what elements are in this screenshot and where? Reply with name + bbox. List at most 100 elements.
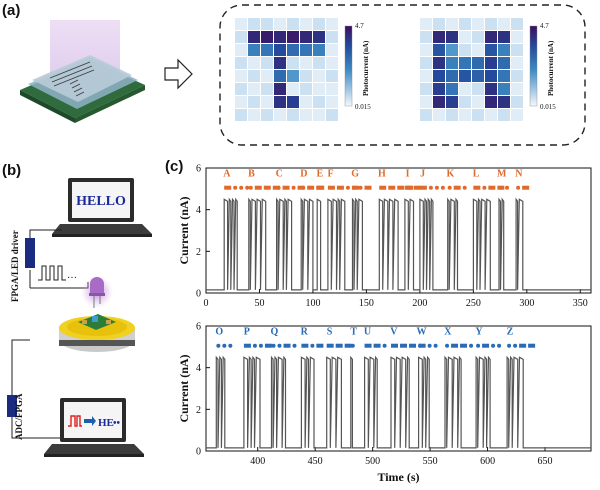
plot-frame <box>205 325 592 452</box>
code-dash <box>397 185 405 190</box>
y-tick-label: 4 <box>196 363 201 374</box>
heatmap-cell <box>274 57 286 69</box>
heatmap-cell <box>459 44 471 56</box>
x-tick-label: 200 <box>412 298 427 309</box>
heatmap-cell <box>498 18 510 30</box>
heatmap-cell <box>485 57 497 69</box>
code-dash <box>264 343 272 348</box>
heatmap-cell <box>511 70 523 82</box>
code-dot <box>482 185 487 190</box>
heatmap-cell <box>235 57 247 69</box>
x-tick-label: 150 <box>359 298 374 309</box>
heatmap-cell <box>433 57 445 69</box>
heatmap-cell <box>472 18 484 30</box>
device-illustration <box>20 20 145 123</box>
heatmap-cell <box>459 18 471 30</box>
heatmap-cell <box>300 57 312 69</box>
y-tick-label: 4 <box>196 205 201 216</box>
y-tick-label: 6 <box>196 164 201 175</box>
panel-b: HELLO FPGA/LED driver … ADC/FPGA <box>7 178 152 457</box>
heatmap-cell <box>248 83 260 95</box>
heatmap-cell <box>459 96 471 108</box>
code-dot <box>276 185 281 190</box>
y-tick-label: 6 <box>196 322 201 333</box>
code-dash <box>419 185 427 190</box>
code-dot <box>350 343 355 348</box>
heatmap-cell <box>261 57 273 69</box>
heatmap-cell <box>248 109 260 121</box>
adc-box <box>7 395 17 417</box>
current-trace <box>206 197 591 291</box>
heatmap-cell <box>248 57 260 69</box>
colorbar-max: 4.7 <box>355 22 364 30</box>
letter-label: Y <box>475 326 483 337</box>
letter-label: L <box>473 168 480 179</box>
colorbar-min: 0.015 <box>355 103 371 111</box>
heatmap-cell <box>420 109 432 121</box>
heatmap-cell <box>472 83 484 95</box>
heatmap-cell <box>274 31 286 43</box>
heatmap-cell <box>300 70 312 82</box>
code-dash <box>473 185 481 190</box>
led-icon <box>81 276 113 308</box>
code-dot <box>239 185 244 190</box>
heatmap-cell <box>498 31 510 43</box>
heatmap-cell <box>511 96 523 108</box>
code-dash <box>224 185 232 190</box>
heatmap-cell <box>498 96 510 108</box>
heatmap-cell <box>313 57 325 69</box>
colorbar-label: Photocurrent (nA) <box>547 40 555 96</box>
code-dot <box>513 343 518 348</box>
heatmap-cell <box>472 70 484 82</box>
code-dash <box>317 185 325 190</box>
panel-label-c: (c) <box>165 158 184 175</box>
colorbar-label: Photocurrent (nA) <box>362 40 370 96</box>
letter-label: S <box>327 326 333 337</box>
heatmap-cell <box>313 83 325 95</box>
letter-label: T <box>350 326 357 337</box>
heatmap-cell <box>433 31 445 43</box>
letter-label: N <box>515 168 523 179</box>
code-dot <box>516 185 521 190</box>
heatmap-cell <box>235 70 247 82</box>
heatmap-cell <box>313 70 325 82</box>
adc-label: ADC/FPGA <box>14 393 24 440</box>
heatmap-cell <box>459 109 471 121</box>
heatmap-cell <box>498 83 510 95</box>
code-dot <box>462 185 467 190</box>
pulse-waveform <box>38 265 66 281</box>
heatmap-cell <box>485 44 497 56</box>
heatmap-cell <box>326 18 338 30</box>
x-tick-label: 600 <box>480 456 495 467</box>
code-dash <box>528 343 536 348</box>
sensor-chip <box>59 314 135 352</box>
heatmap-cell <box>433 83 445 95</box>
code-dash <box>307 185 315 190</box>
heatmap-cell <box>433 18 445 30</box>
heatmap-cell <box>248 44 260 56</box>
code-dash <box>388 185 396 190</box>
heatmap-cell <box>420 70 432 82</box>
code-dot <box>291 185 296 190</box>
code-dot <box>301 185 306 190</box>
heatmap-cell <box>511 44 523 56</box>
heatmap-cell <box>485 70 497 82</box>
laptop-bottom-text: HE <box>98 417 114 429</box>
code-dash <box>336 185 344 190</box>
code-dot <box>345 185 350 190</box>
heatmap-cell <box>485 83 497 95</box>
code-dot <box>292 343 297 348</box>
heatmap-cell <box>433 96 445 108</box>
code-dot <box>277 343 282 348</box>
heatmap-cell <box>446 18 458 30</box>
code-dot <box>469 343 474 348</box>
heatmap-cell <box>472 96 484 108</box>
code-dot <box>310 343 315 348</box>
colorbar-max: 4.7 <box>540 22 549 30</box>
y-tick-label: 2 <box>196 247 201 258</box>
heatmap-cell <box>326 44 338 56</box>
heatmap-cell <box>459 57 471 69</box>
code-dash <box>272 185 280 190</box>
